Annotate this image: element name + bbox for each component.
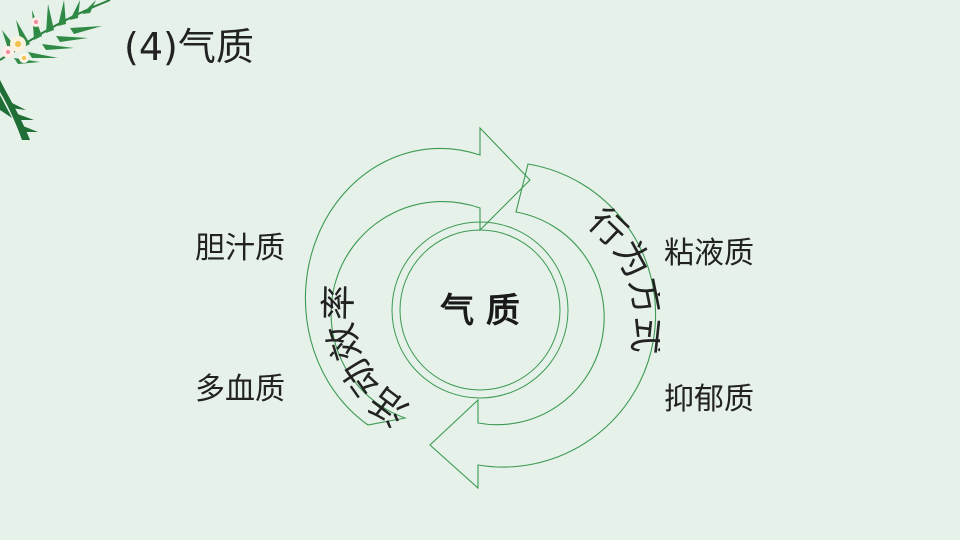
inner-ring-outer (391, 221, 569, 399)
page-title: (4)气质 (124, 25, 254, 69)
right-arc-label: 行为方式 (580, 201, 660, 356)
type-label-choleric: 胆汁质 (195, 231, 285, 266)
temperament-cycle-diagram: 气 质 活动效率 行为方式 (304, 126, 660, 490)
type-label-phlegmatic: 粘液质 (664, 236, 754, 271)
top-cycle-arrow (304, 126, 531, 426)
left-arc-label-path: 活动效率 (319, 284, 417, 433)
palm-leaf-decoration-icon (0, 0, 111, 140)
inner-ring-inner (399, 229, 561, 391)
left-arc-label: 活动效率 (319, 284, 417, 433)
right-cycle-arrow (429, 163, 657, 490)
type-label-melancholic: 抑郁质 (664, 382, 754, 417)
type-label-sanguine: 多血质 (195, 372, 285, 407)
center-label: 气 质 (439, 291, 520, 331)
right-arc-label-path: 行为方式 (580, 201, 660, 356)
